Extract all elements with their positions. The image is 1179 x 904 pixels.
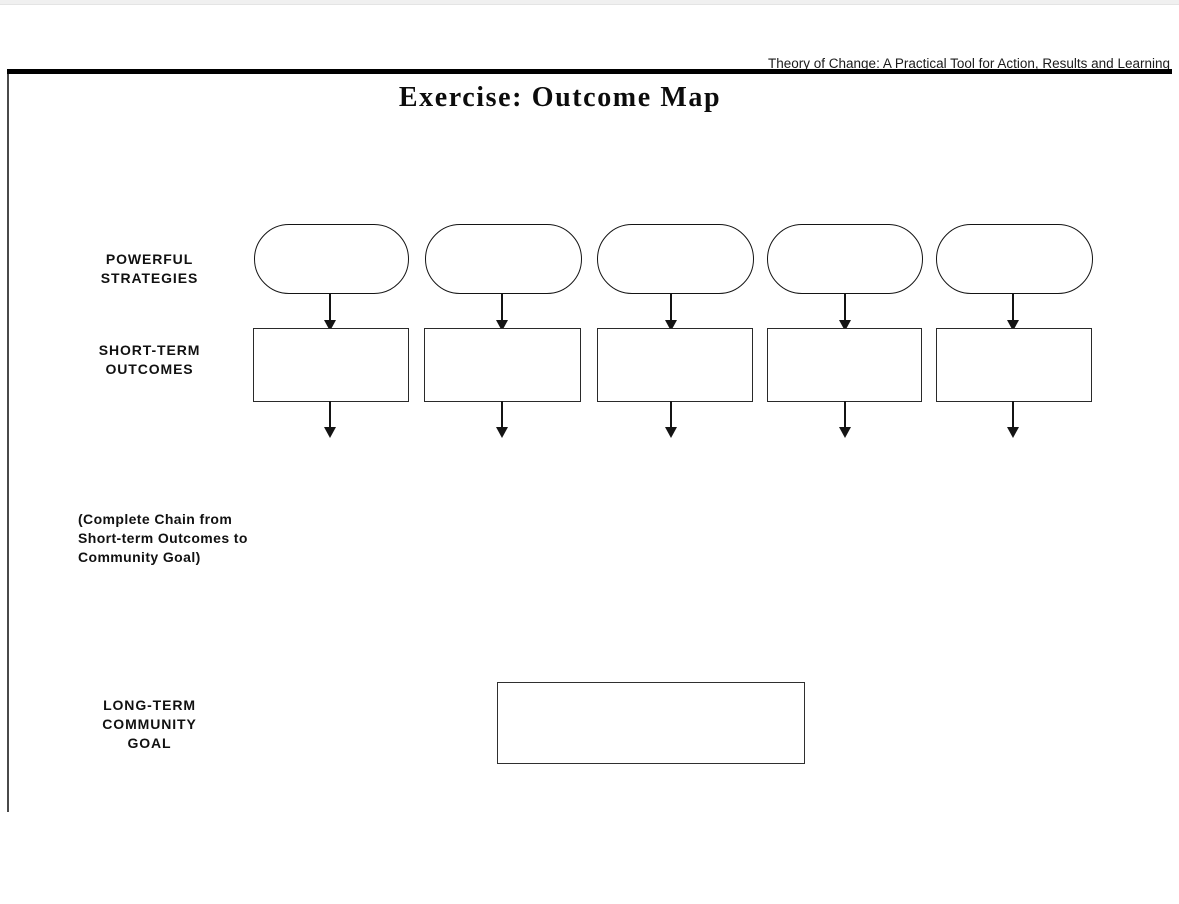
arrow-head xyxy=(665,427,677,438)
row-label-line: POWERFUL xyxy=(105,251,194,267)
row-label-powerful-strategies: POWERFUL STRATEGIES xyxy=(62,250,237,288)
header-divider-rule xyxy=(7,69,1172,74)
arrow-stem xyxy=(844,401,847,429)
row-label-short-term-outcomes: SHORT-TERM OUTCOMES xyxy=(62,341,237,379)
outcome-box-5[interactable] xyxy=(936,328,1092,402)
arrow-head xyxy=(1007,320,1019,331)
page-top-edge-strip xyxy=(0,0,1179,5)
outcome-box-2[interactable] xyxy=(424,328,581,402)
strategy-shape-4[interactable] xyxy=(767,224,923,294)
arrow-stem xyxy=(670,401,673,429)
arrow-head xyxy=(665,320,677,331)
strategy-shape-1[interactable] xyxy=(254,224,409,294)
connector-arrow-outcome-downstream-3 xyxy=(665,401,677,441)
arrow-head xyxy=(496,427,508,438)
arrow-head xyxy=(324,427,336,438)
connector-arrow-outcome-downstream-5 xyxy=(1007,401,1019,441)
row-label-line: OUTCOMES xyxy=(105,361,194,377)
chain-note-line: (Complete Chain from xyxy=(78,511,233,527)
arrow-head xyxy=(839,320,851,331)
page-title: Exercise: Outcome Map xyxy=(398,82,722,113)
arrow-stem xyxy=(329,293,332,322)
row-label-line: STRATEGIES xyxy=(100,270,199,286)
connector-arrow-strategy-to-outcome-1 xyxy=(324,293,336,332)
row-label-line: LONG-TERM xyxy=(103,697,196,713)
outcome-box-3[interactable] xyxy=(597,328,753,402)
arrow-head xyxy=(324,320,336,331)
arrow-stem xyxy=(329,401,332,429)
connector-arrow-outcome-downstream-2 xyxy=(496,401,508,441)
connector-arrow-outcome-downstream-1 xyxy=(324,401,336,441)
arrow-stem xyxy=(1012,401,1015,429)
arrow-head xyxy=(496,320,508,331)
left-frame-line xyxy=(7,74,9,812)
strategy-shape-3[interactable] xyxy=(597,224,754,294)
connector-arrow-strategy-to-outcome-3 xyxy=(665,293,677,332)
arrow-stem xyxy=(501,293,504,322)
arrow-stem xyxy=(844,293,847,322)
chain-note-line: Short-term Outcomes to xyxy=(78,530,248,546)
connector-arrow-outcome-downstream-4 xyxy=(839,401,851,441)
row-label-line: COMMUNITY xyxy=(102,716,197,732)
chain-note-line: Community Goal) xyxy=(78,549,201,565)
outcome-box-1[interactable] xyxy=(253,328,409,402)
running-header: Theory of Change: A Practical Tool for A… xyxy=(768,56,1170,71)
arrow-head xyxy=(839,427,851,438)
connector-arrow-strategy-to-outcome-2 xyxy=(496,293,508,332)
row-label-long-term-community-goal: LONG-TERM COMMUNITY GOAL xyxy=(62,696,237,753)
connector-arrow-strategy-to-outcome-5 xyxy=(1007,293,1019,332)
strategy-shape-2[interactable] xyxy=(425,224,582,294)
arrow-head xyxy=(1007,427,1019,438)
connector-arrow-strategy-to-outcome-4 xyxy=(839,293,851,332)
row-label-line: SHORT-TERM xyxy=(98,342,201,358)
outcome-box-4[interactable] xyxy=(767,328,922,402)
chain-instruction-note: (Complete Chain from Short-term Outcomes… xyxy=(78,510,308,567)
arrow-stem xyxy=(670,293,673,322)
strategy-shape-5[interactable] xyxy=(936,224,1093,294)
arrow-stem xyxy=(1012,293,1015,322)
long-term-community-goal-box[interactable] xyxy=(497,682,805,764)
arrow-stem xyxy=(501,401,504,429)
row-label-line: GOAL xyxy=(127,735,172,751)
